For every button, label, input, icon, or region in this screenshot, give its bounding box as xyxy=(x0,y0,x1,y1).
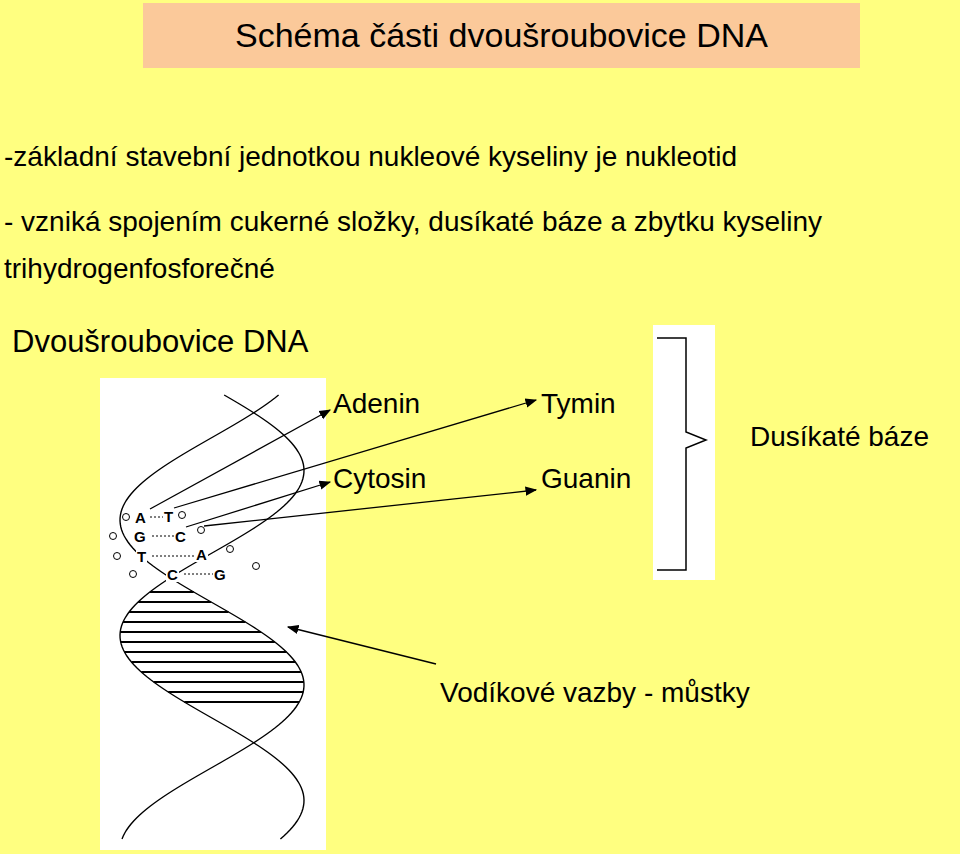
base-letter: A xyxy=(195,547,208,562)
leader-arrows xyxy=(150,400,536,664)
base-pair-rung xyxy=(184,701,299,703)
base-name: Tymin xyxy=(541,388,616,420)
base-pair-rung xyxy=(141,671,301,673)
base-pair-rung xyxy=(131,661,295,663)
base-letter: T xyxy=(163,509,174,524)
base-name: Adenin xyxy=(333,388,420,420)
group-label: Dusíkaté báze xyxy=(750,421,929,453)
base-letter: A xyxy=(134,510,147,525)
base-pair-rung xyxy=(138,601,211,603)
base-pair-rung xyxy=(154,681,304,683)
base-name: Guanin xyxy=(541,463,631,495)
strand xyxy=(120,395,304,839)
base-name: Cytosin xyxy=(333,463,426,495)
bracket-ground xyxy=(653,325,715,580)
base-letter: G xyxy=(133,529,147,544)
sugar-dots xyxy=(110,512,260,578)
base-pair-rung xyxy=(121,641,275,643)
body-text: -základní stavební jednotkou nukleové ky… xyxy=(4,133,949,180)
title-text: Schéma části dvoušroubovice DNA xyxy=(235,16,768,54)
dna-helix xyxy=(120,395,304,839)
base-letter: C xyxy=(174,529,187,544)
base-pair-rung xyxy=(129,611,228,613)
base-pair-rung xyxy=(168,691,303,693)
title-box: Schéma části dvoušroubovice DNA xyxy=(143,3,860,68)
base-letter: G xyxy=(213,567,227,582)
base-pair-rung xyxy=(120,631,261,633)
base-pair-rung xyxy=(150,591,194,593)
dna-picture-ground xyxy=(100,378,326,850)
base-pair-rung xyxy=(124,651,286,653)
section-label: Dvoušroubovice DNA xyxy=(12,324,308,360)
body-text: - vzniká spojením cukerné složky, dusíka… xyxy=(4,198,949,292)
callout-label: Vodíkové vazby - můstky xyxy=(440,677,750,709)
strand xyxy=(120,395,304,839)
base-letter: C xyxy=(166,567,179,582)
base-letter: T xyxy=(136,549,147,564)
bracket xyxy=(657,338,706,570)
base-pair-rung xyxy=(123,621,245,623)
